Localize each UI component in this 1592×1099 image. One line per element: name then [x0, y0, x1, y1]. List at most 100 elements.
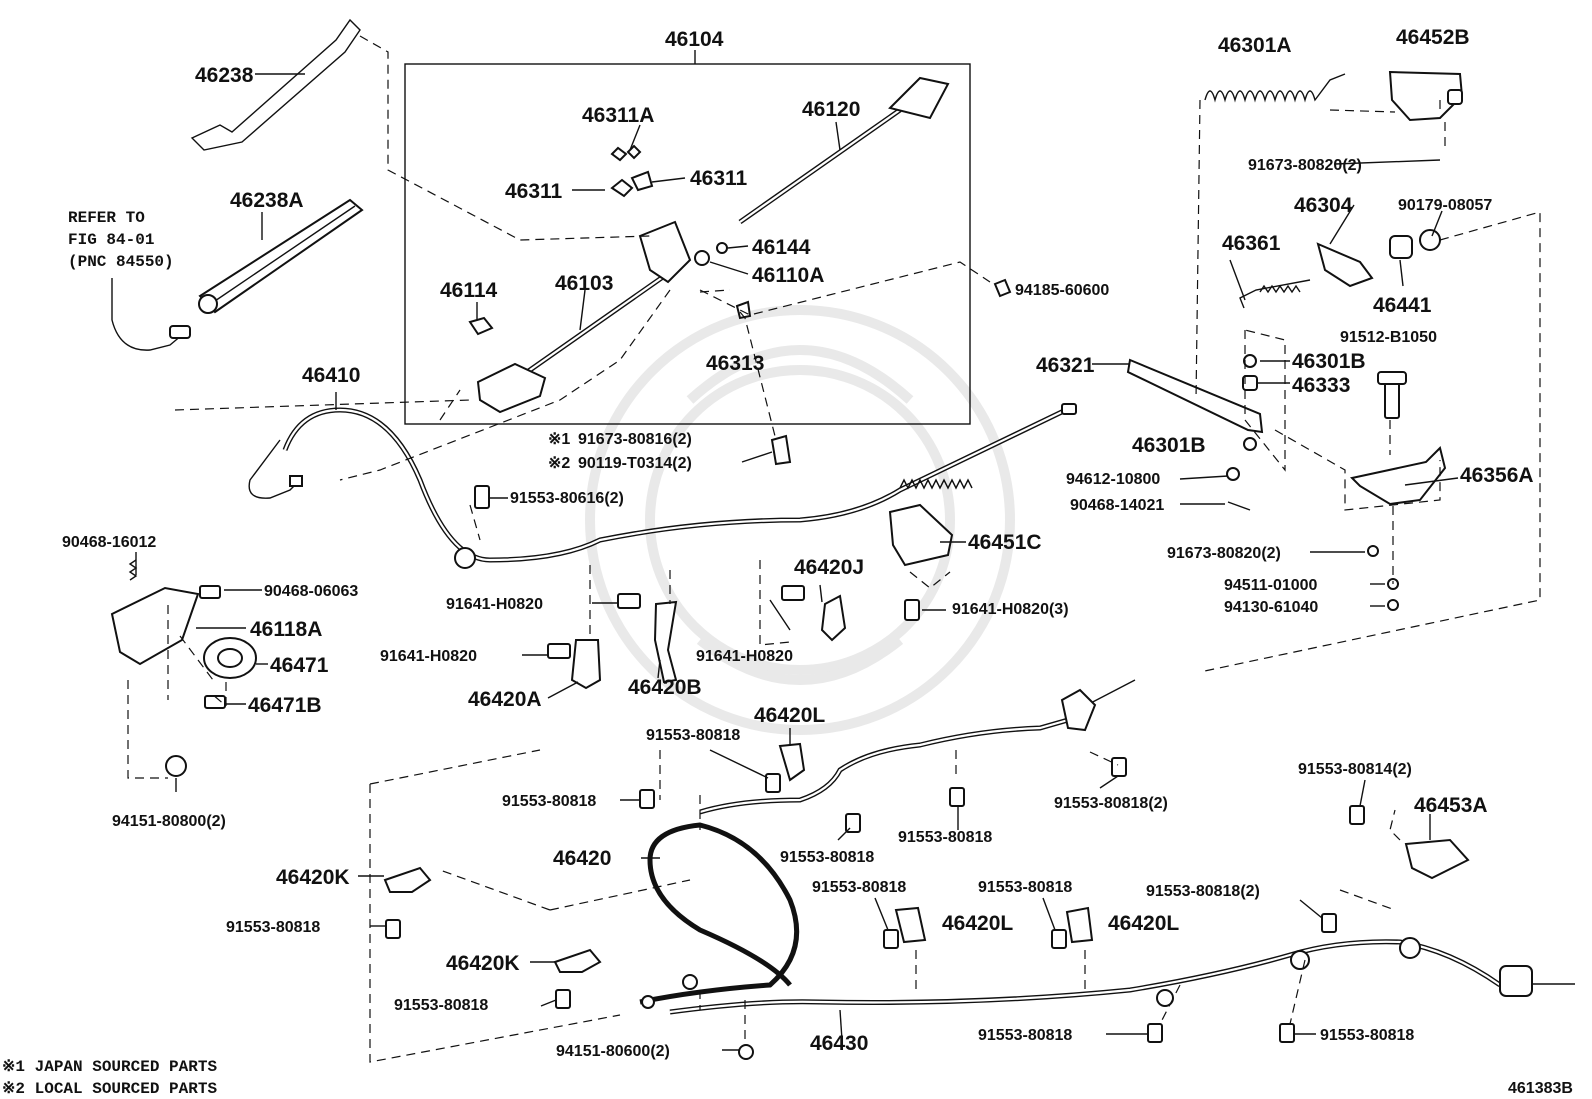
label-91673-80820-top: 91673-80820(2) — [1248, 157, 1362, 174]
reference-line-3: (PNC 84550) — [68, 253, 174, 271]
label-46238: 46238 — [195, 64, 254, 87]
bracket-46451C-shape — [888, 503, 954, 567]
label-94511-01000: 94511-01000 — [1224, 577, 1318, 594]
rod-46238-shape — [190, 18, 361, 151]
label-46420J: 46420J — [794, 556, 864, 579]
label-46420L-a: 46420L — [942, 912, 1013, 935]
reference-line-2: FIG 84-01 — [68, 231, 154, 249]
label-90179-08057: 90179-08057 — [1398, 197, 1492, 214]
bracket-46118A-shape — [110, 586, 200, 666]
label-46420L-b: 46420L — [1108, 912, 1179, 935]
label-46311-left: 46311 — [505, 180, 563, 203]
label-94612-10800: 94612-10800 — [1066, 471, 1160, 488]
guide-dashes — [127, 35, 1541, 1063]
label-46313: 46313 — [706, 352, 764, 375]
footnote-2: ※2 LOCAL SOURCED PARTS — [2, 1080, 217, 1098]
label-46430: 46430 — [810, 1032, 868, 1055]
label-46452B: 46452B — [1396, 26, 1470, 49]
label-91553-80818-2a: 91553-80818(2) — [1054, 795, 1168, 812]
label-91553-80818-g: 91553-80818 — [812, 879, 906, 896]
part-labels: 46238 46238A 46104 46311A 46120 46311 46… — [62, 26, 1534, 1060]
label-46238A: 46238A — [230, 189, 304, 212]
label-91553-80818-b: 91553-80818 — [502, 793, 596, 810]
label-46301B-b: 46301B — [1132, 434, 1206, 457]
label-91641-H0820-a: 91641-H0820 — [446, 596, 543, 613]
label-46420L-top: 46420L — [754, 704, 825, 727]
label-46410: 46410 — [302, 364, 360, 387]
footnotes: ※1 JAPAN SOURCED PARTS ※2 LOCAL SOURCED … — [2, 1058, 1573, 1098]
label-46321: 46321 — [1036, 354, 1095, 377]
label-91553-80818-f: 91553-80818 — [394, 997, 488, 1014]
label-94151-80800: 94151-80800(2) — [112, 813, 226, 830]
part-shapes — [110, 18, 1575, 1060]
label-91553-80818-e: 91553-80818 — [226, 919, 320, 936]
label-91553-80818-2b: 91553-80818(2) — [1146, 883, 1260, 900]
label-90468-16012: 90468-16012 — [62, 534, 156, 551]
lever-base-46103-shape — [476, 362, 547, 414]
label-46420A: 46420A — [468, 688, 542, 711]
label-46311-right: 46311 — [690, 167, 748, 190]
label-91512-B1050: 91512-B1050 — [1340, 329, 1437, 346]
label-46420K-b: 46420K — [446, 952, 520, 975]
bracket-46356A-shape — [1349, 446, 1447, 506]
label-91553-80818-c: 91553-80818 — [780, 849, 874, 866]
label-46301A: 46301A — [1218, 34, 1292, 57]
label-46120: 46120 — [802, 98, 860, 121]
rod-46361-shape — [1239, 279, 1311, 309]
label-46471: 46471 — [270, 654, 329, 677]
label-46453A: 46453A — [1414, 794, 1488, 817]
watermark-emblem — [585, 305, 1015, 735]
label-90468-06063: 90468-06063 — [264, 583, 358, 600]
label-46420B: 46420B — [628, 676, 702, 699]
label-46311A: 46311A — [582, 104, 654, 127]
label-91553-80818-a: 91553-80818 — [646, 727, 740, 744]
label-94151-80600: 94151-80600(2) — [556, 1043, 670, 1060]
leader-lines — [135, 73, 1459, 1051]
label-46118A: 46118A — [250, 618, 322, 641]
label-91553-80616: 91553-80616(2) — [510, 490, 624, 507]
label-46114: 46114 — [440, 279, 498, 302]
label-46451C: 46451C — [968, 531, 1042, 554]
arm-46321-shape — [1126, 358, 1264, 434]
label-91673-80820-bottom: 91673-80820(2) — [1167, 545, 1281, 562]
spring-46301A-shape — [1204, 73, 1346, 103]
label-46361: 46361 — [1222, 232, 1281, 255]
label-91553-80814: 91553-80814(2) — [1298, 761, 1412, 778]
lever-assembly-group-box — [404, 50, 971, 425]
cable-46420-shape — [639, 822, 800, 1005]
figure-id: 461383B — [1508, 1080, 1573, 1097]
label-46441: 46441 — [1373, 294, 1432, 317]
label-46420K-a: 46420K — [276, 866, 350, 889]
label-46103: 46103 — [555, 272, 613, 295]
bracket-46452B-shape — [1388, 70, 1464, 122]
label-91553-80818-i: 91553-80818 — [978, 1027, 1072, 1044]
label-91553-80818-h: 91553-80818 — [978, 879, 1072, 896]
label-46471B: 46471B — [248, 694, 322, 717]
footnote-1: ※1 JAPAN SOURCED PARTS — [2, 1058, 217, 1076]
label-91553-80818-j: 91553-80818 — [1320, 1027, 1414, 1044]
bracket-46420J-shape — [820, 594, 847, 642]
label-91641-H0820-c: 91641-H0820 — [696, 648, 793, 665]
label-46420: 46420 — [553, 847, 611, 870]
label-91553-80818-d: 91553-80818 — [898, 829, 992, 846]
reference-note: REFER TO FIG 84-01 (PNC 84550) — [68, 209, 174, 271]
marker-1: ※1 — [548, 431, 570, 448]
label-91641-H0820-b: 91641-H0820 — [380, 648, 477, 665]
label-90119-T0314: 90119-T0314(2) — [578, 455, 692, 472]
marker-2: ※2 — [548, 455, 570, 472]
label-46301B-a: 46301B — [1292, 350, 1366, 373]
label-91673-80816: 91673-80816(2) — [578, 431, 692, 448]
label-94185-60600: 94185-60600 — [1015, 282, 1109, 299]
label-46304: 46304 — [1294, 194, 1353, 217]
reference-line-1: REFER TO — [68, 209, 145, 227]
label-90468-14021: 90468-14021 — [1070, 497, 1164, 514]
label-46356A: 46356A — [1460, 464, 1534, 487]
cable-46420-upper-shape — [699, 715, 1076, 815]
label-94130-61040: 94130-61040 — [1224, 599, 1318, 616]
label-46110A: 46110A — [752, 264, 824, 287]
lever-handle-46120-shape — [888, 76, 950, 120]
label-91641-H0820-3: 91641-H0820(3) — [952, 601, 1069, 618]
label-46333: 46333 — [1292, 374, 1350, 397]
label-46104: 46104 — [665, 28, 724, 51]
